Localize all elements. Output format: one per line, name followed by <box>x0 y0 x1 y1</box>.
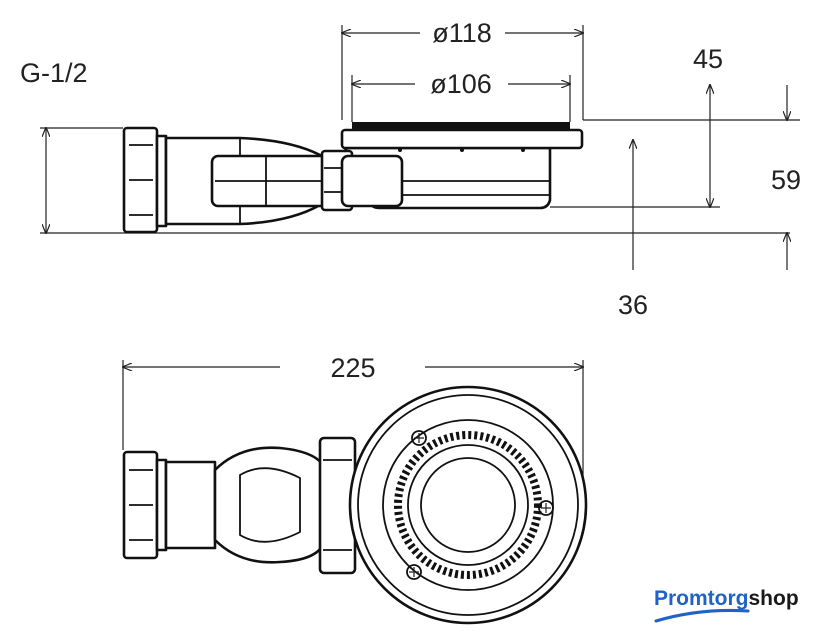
height-59-label: 59 <box>771 165 801 195</box>
logo-part1: Promtorg <box>654 587 749 610</box>
dimension-59: 59 <box>710 85 801 207</box>
svg-text:Promtorgshop: Promtorgshop <box>654 587 799 610</box>
dimension-36: 36 <box>618 140 648 320</box>
side-view: G-1/2 ø118 ø106 45 59 36 <box>20 18 801 320</box>
dimension-225: 225 <box>123 353 583 383</box>
dimension-45: 45 <box>693 44 787 270</box>
height-45-label: 45 <box>693 44 723 74</box>
screw-icons <box>406 430 554 580</box>
dimension-118: ø118 <box>342 18 583 48</box>
logo-part2: shop <box>749 587 799 610</box>
length-225-label: 225 <box>330 353 375 383</box>
thread-label: G-1/2 <box>20 58 88 88</box>
top-view: 225 <box>122 353 588 625</box>
height-36-label: 36 <box>618 290 648 320</box>
dimension-106: ø106 <box>352 69 570 99</box>
inner-diameter-label: ø106 <box>430 69 492 99</box>
side-drain-body <box>122 122 584 234</box>
top-drain-body <box>122 385 588 625</box>
dimension-g12: G-1/2 <box>20 58 88 233</box>
promtorgshop-logo: Promtorgshop <box>654 587 799 623</box>
extension-lines <box>40 25 800 234</box>
outer-diameter-label: ø118 <box>432 18 492 48</box>
